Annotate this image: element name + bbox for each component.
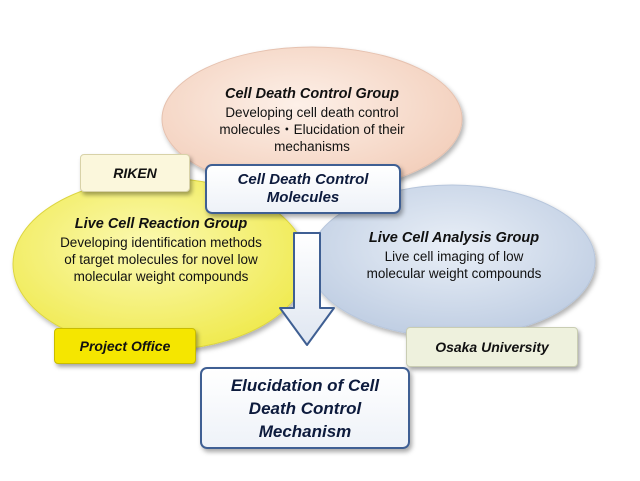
elucidation-result-box: Elucidation of Cell Death Control Mechan… [200,367,410,449]
live-cell-analysis-group-text: Live Cell Analysis Group Live cell imagi… [354,230,554,282]
osaka-university-label: Osaka University [406,327,578,367]
group-title: Live Cell Reaction Group [74,216,248,232]
cell-death-control-group-text: Cell Death Control Group Developing cell… [202,86,422,155]
group-title: Live Cell Analysis Group [368,230,540,246]
group-description: Developing identification methods of tar… [60,235,262,284]
project-office-label: Project Office [54,328,196,364]
down-arrow-icon [279,232,335,346]
group-title: Cell Death Control Group [225,86,399,102]
group-description: Live cell imaging of low molecular weigh… [366,249,542,281]
riken-label: RIKEN [80,154,190,192]
live-cell-reaction-group-text: Live Cell Reaction Group Developing iden… [58,216,264,285]
cell-death-control-molecules-box: Cell Death Control Molecules [205,164,401,214]
group-description: Developing cell death control molecules・… [219,105,405,154]
